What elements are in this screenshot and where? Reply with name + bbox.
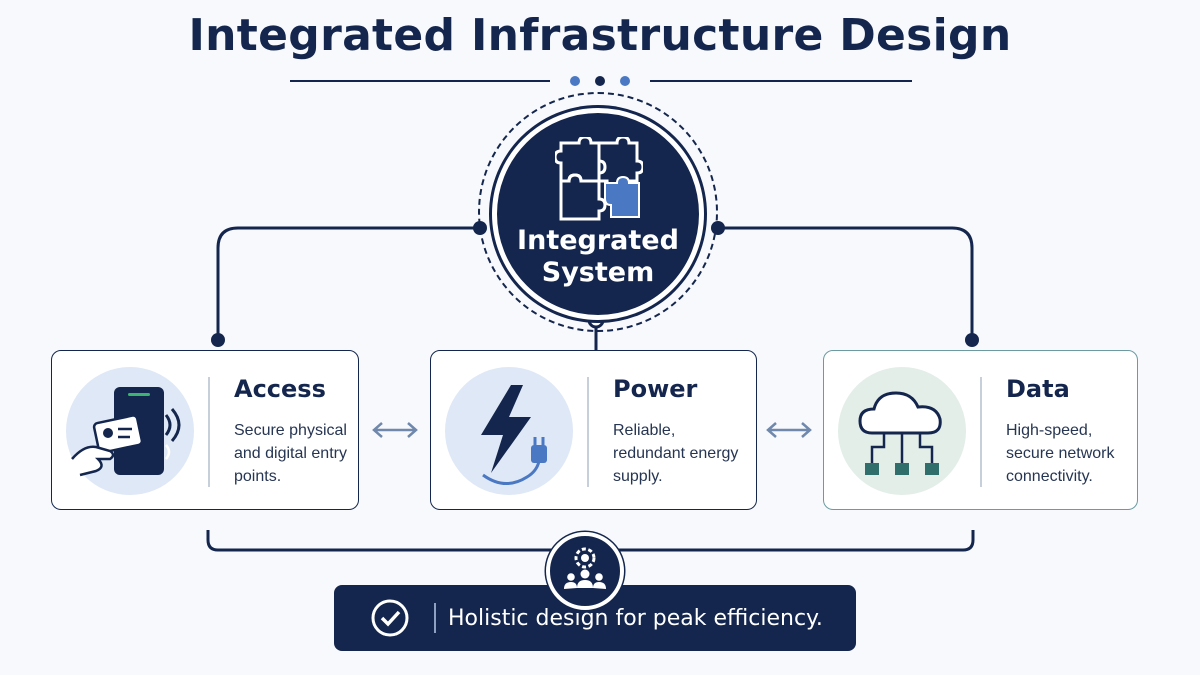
check-circle-icon xyxy=(371,599,409,637)
double-arrow-icon xyxy=(766,422,812,438)
card-access: Access Secure physical and digital entry… xyxy=(51,350,359,510)
card-title: Access xyxy=(234,375,326,403)
cloud-network-icon xyxy=(858,391,942,475)
title-dot xyxy=(570,76,580,86)
hub-label: Integrated System xyxy=(517,225,679,288)
card-description: Secure physical and digital entry points… xyxy=(234,422,347,485)
banner-divider xyxy=(434,603,436,633)
summary-text: Holistic design for peak efficiency. xyxy=(448,606,823,631)
card-description: Reliable, redundant energy supply. xyxy=(613,422,739,485)
card-divider xyxy=(208,377,210,487)
node-dot xyxy=(965,333,979,347)
node-dot xyxy=(211,333,225,347)
title-dots xyxy=(568,76,632,86)
card-description: High-speed, secure network connectivity. xyxy=(1006,422,1115,485)
integrated-system-hub: Integrated System xyxy=(492,108,704,320)
card-divider xyxy=(980,377,982,487)
access-icon-circle xyxy=(66,367,194,495)
connector-data xyxy=(718,226,974,340)
team-gear-icon xyxy=(564,547,606,589)
double-arrow-icon xyxy=(372,422,418,438)
card-power: Power Reliable, redundant energy supply. xyxy=(430,350,757,510)
card-data: Data High-speed, secure network connecti… xyxy=(823,350,1138,510)
title-rule-left xyxy=(290,80,550,82)
connector-access xyxy=(216,226,480,340)
access-card-phone-icon xyxy=(71,387,181,477)
card-divider xyxy=(587,377,589,487)
data-icon-circle xyxy=(838,367,966,495)
title-rule-right xyxy=(650,80,912,82)
lightning-plug-icon xyxy=(481,385,547,485)
title-dot xyxy=(620,76,630,86)
hub-dashed-ring xyxy=(478,92,718,332)
puzzle-icon xyxy=(555,137,643,221)
team-gear-badge xyxy=(546,532,624,610)
summary-banner: Holistic design for peak efficiency. xyxy=(334,585,856,651)
page-title: Integrated Infrastructure Design xyxy=(188,10,1012,61)
power-icon-circle xyxy=(445,367,573,495)
title-dot xyxy=(595,76,605,86)
card-title: Power xyxy=(613,375,698,403)
card-title: Data xyxy=(1006,375,1070,403)
